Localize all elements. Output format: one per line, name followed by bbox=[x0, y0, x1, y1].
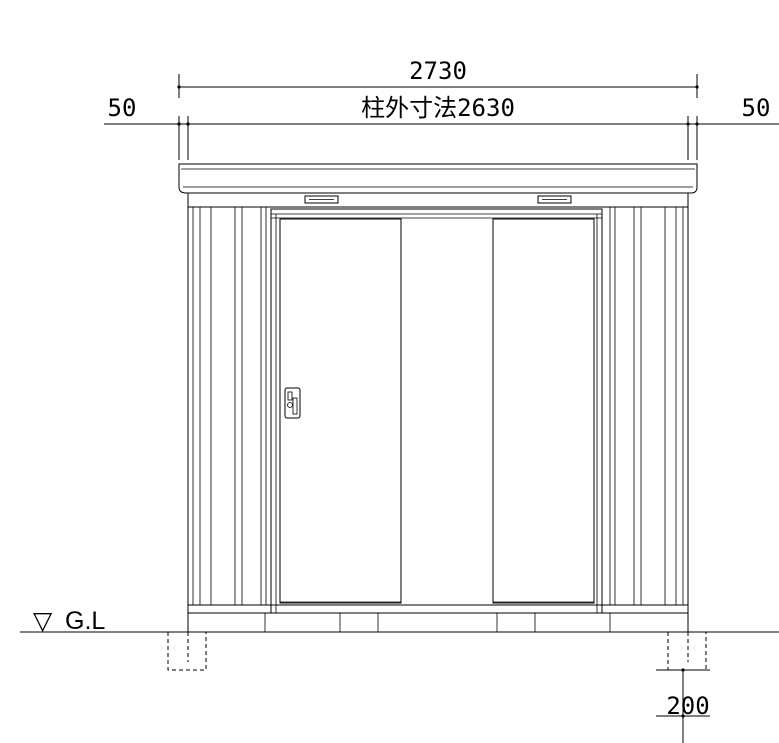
overall-width-label: 2730 bbox=[409, 57, 467, 85]
post-width-label: 柱外寸法2630 bbox=[361, 94, 515, 122]
ground-line-label: G.L bbox=[65, 607, 105, 635]
right-overhang-label: 50 bbox=[742, 94, 771, 122]
sliding-door-right bbox=[492, 218, 595, 604]
post-dimension: 50 柱外寸法2630 50 bbox=[104, 94, 779, 160]
sliding-door-center bbox=[400, 219, 494, 603]
left-wall-panels bbox=[192, 207, 267, 605]
right-wall-panels bbox=[609, 207, 684, 605]
sliding-door-left bbox=[279, 218, 402, 604]
overall-dimension: 2730 bbox=[177, 57, 699, 98]
shed-body bbox=[187, 192, 689, 614]
foundation-right bbox=[667, 632, 707, 671]
foundation-depth-dimension: 200 bbox=[656, 668, 710, 743]
door-frame bbox=[270, 208, 603, 614]
left-overhang-label: 50 bbox=[108, 94, 137, 122]
ground-line: ▽ G.L bbox=[20, 607, 779, 635]
roof bbox=[178, 163, 698, 194]
vent-right bbox=[537, 195, 572, 204]
foundation-left bbox=[167, 632, 207, 671]
vent-left bbox=[304, 195, 339, 204]
base-sill bbox=[187, 604, 689, 633]
door-handle-icon bbox=[284, 387, 301, 419]
ground-line-symbol: ▽ bbox=[33, 607, 53, 635]
foundation-depth-label: 200 bbox=[666, 692, 709, 720]
